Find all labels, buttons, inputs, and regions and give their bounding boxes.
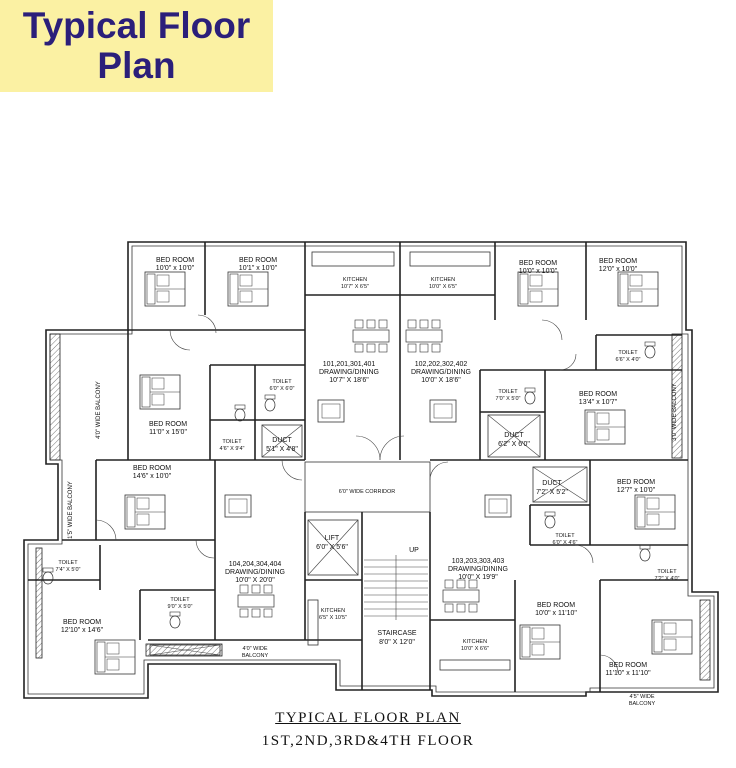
dd-103-units: 103,203,303,403 xyxy=(452,558,505,565)
bed-tl1-size: 10'0" x 10'0" xyxy=(156,265,195,272)
toilet-f-size: 7'2" X 4'0" xyxy=(655,576,680,582)
dd-104-size: 10'0" X 20'0" xyxy=(235,577,275,584)
toilet-b-name: TOILET xyxy=(498,389,518,395)
corridor-name: 6'0" WIDE CORRIDOR xyxy=(339,489,396,495)
duct-r2-name: DUCT xyxy=(542,480,562,487)
bed-br2-size: 11'10" x 11'10" xyxy=(605,670,651,677)
dd-102-name: DRAWING/DINING xyxy=(411,369,471,376)
kitchen-br-name: KITCHEN xyxy=(463,639,487,645)
dd-102-size: 10'0" X 18'6" xyxy=(421,377,461,384)
duct-r-size: 6'2" X 6'0" xyxy=(498,441,530,448)
bed-tr2-size: 12'0" x 10'0" xyxy=(599,266,638,273)
dd-103-name: DRAWING/DINING xyxy=(448,566,508,573)
kitchen-br-size: 10'0" X 6'6" xyxy=(461,646,489,652)
bed-l2-size: 11'0" x 15'0" xyxy=(149,429,187,436)
toilet-d-name: TOILET xyxy=(222,439,242,445)
balcony-l2-name: 1'5" WIDE BALCONY xyxy=(68,481,74,539)
bed-tr1-name: BED ROOM xyxy=(519,260,557,267)
lift-name: LIFT xyxy=(325,535,340,542)
bed-tr1-size: 10'0" x 10'0" xyxy=(519,268,558,275)
staircase-size: 8'0" X 12'0" xyxy=(379,639,415,646)
staircase-treads xyxy=(364,555,428,620)
toilet-e-size: 6'0" X 4'6" xyxy=(553,540,578,546)
title-line-1: Typical Floor xyxy=(22,5,251,46)
dd-101-size: 10'7" X 18'6" xyxy=(329,377,369,384)
duct-r-name: DUCT xyxy=(504,432,524,439)
balcony-right-hatch xyxy=(671,333,683,459)
bed-r3-size: 12'7" x 10'0" xyxy=(617,487,656,494)
kitchen-r-name: KITCHEN xyxy=(431,277,455,283)
plan-caption-title: TYPICAL FLOOR PLAN xyxy=(275,710,461,726)
balcony-b2-line2: BALCONY xyxy=(629,701,656,707)
bed-l3-size: 14'6" x 10'0" xyxy=(133,473,172,480)
bed-bl-size: 12'10" x 14'6" xyxy=(61,627,104,634)
lift-size: 6'0" X 5'6" xyxy=(316,544,348,551)
stair-up-label: UP xyxy=(409,547,419,554)
bed-bl-name: BED ROOM xyxy=(63,619,101,626)
title-line-2: Plan xyxy=(97,45,176,86)
bed-br2-name: BED ROOM xyxy=(609,662,647,669)
toilet-d-size: 4'6" X 9'4" xyxy=(220,446,245,452)
balcony-r-name: 3'0" WIDE BALCONY xyxy=(672,383,678,441)
toilet-f-name: TOILET xyxy=(657,569,677,575)
bed-tl2-name: BED ROOM xyxy=(239,257,277,264)
balcony-b1-line1: 4'0" WIDE xyxy=(242,646,267,652)
kitchen-bl-size: 6'5" X 10'5" xyxy=(319,615,347,621)
bed-r2-name: BED ROOM xyxy=(579,391,617,398)
dd-104-name: DRAWING/DINING xyxy=(225,569,285,576)
dd-104-units: 104,204,304,404 xyxy=(229,561,282,568)
plan-caption-floors: 1ST,2ND,3RD&4TH FLOOR xyxy=(261,733,475,749)
balcony-left-hatch xyxy=(49,333,61,461)
toilet-b-size: 7'0" X 5'0" xyxy=(496,396,521,402)
toilet-e-name: TOILET xyxy=(555,533,575,539)
dd-102-units: 102,202,302,402 xyxy=(415,361,468,368)
title-banner: Typical Floor Plan xyxy=(0,0,273,92)
bed-l3-name: BED ROOM xyxy=(133,465,171,472)
toilet-a-size: 6'0" X 6'0" xyxy=(270,386,295,392)
staircase-name: STAIRCASE xyxy=(377,630,416,637)
duct-l-size: 5'1" X 4'8" xyxy=(266,446,298,453)
bed-r2-size: 13'4" x 10'7" xyxy=(579,399,618,406)
bed-r3-name: BED ROOM xyxy=(617,479,655,486)
kitchen-l-name: KITCHEN xyxy=(343,277,367,283)
dd-103-size: 10'0" X 19'9" xyxy=(458,574,498,581)
toilet-c-size: 6'6" X 4'0" xyxy=(616,357,641,363)
kitchen-l-size: 10'7" X 6'5" xyxy=(341,284,369,290)
bed-br1-name: BED ROOM xyxy=(537,602,575,609)
balcony-b2-line1: 4'5" WIDE xyxy=(629,694,654,700)
bed-br1-size: 10'0" x 11'10" xyxy=(535,610,577,617)
toilet-h-size: 9'0" X 5'0" xyxy=(168,604,193,610)
duct-l-name: DUCT xyxy=(272,437,292,444)
bed-l2-name: BED ROOM xyxy=(149,421,187,428)
duct-r2-size: 7'2" X 5'2" xyxy=(536,489,568,496)
dd-101-units: 101,201,301,401 xyxy=(323,361,376,368)
bed-tl1-name: BED ROOM xyxy=(156,257,194,264)
bed-tr2-name: BED ROOM xyxy=(599,258,637,265)
dd-101-name: DRAWING/DINING xyxy=(319,369,379,376)
toilet-g-name: TOILET xyxy=(58,560,78,566)
kitchen-r-size: 10'0" X 6'5" xyxy=(429,284,457,290)
toilet-h-name: TOILET xyxy=(170,597,190,603)
kitchen-bl-name: KITCHEN xyxy=(321,608,345,614)
toilet-c-name: TOILET xyxy=(618,350,638,356)
balcony-b1-line2: BALCONY xyxy=(242,653,269,659)
toilet-g-size: 7'4" X 5'0" xyxy=(56,567,81,573)
balcony-l-name: 4'0" WIDE BALCONY xyxy=(96,381,102,439)
bed-tl2-size: 10'1" x 10'0" xyxy=(239,265,278,272)
toilet-a-name: TOILET xyxy=(272,379,292,385)
